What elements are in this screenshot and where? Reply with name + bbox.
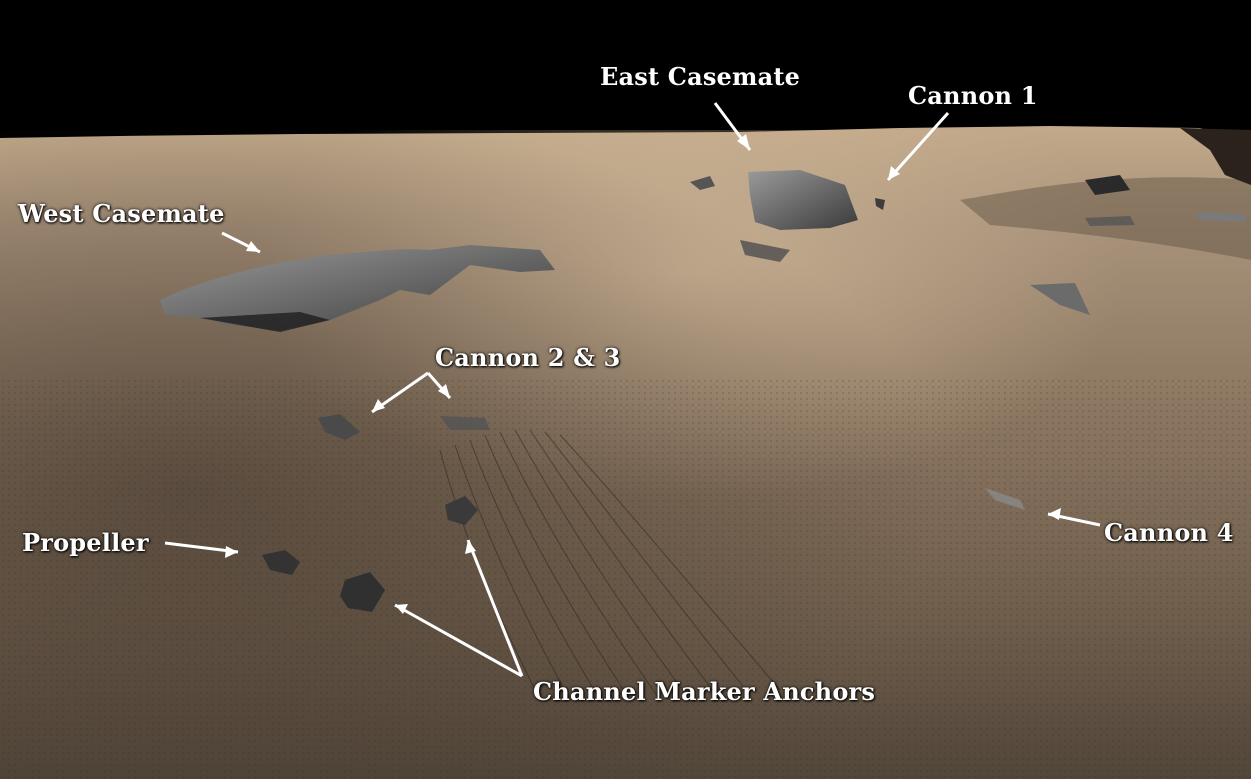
east-casemate-wreck [748, 170, 858, 230]
arrow-anchor-2 [394, 603, 523, 678]
cannon-2-shape [318, 414, 360, 440]
anchor-1-shape [445, 496, 478, 525]
propeller-shape [262, 550, 300, 575]
cannon-1-shape [875, 198, 885, 210]
anchor-2-shape [340, 572, 385, 612]
cannon-3-shape [440, 416, 490, 430]
label-east-casemate: East Casemate [600, 62, 801, 91]
annotation-arrows [164, 102, 1101, 678]
cannon-4-shape [985, 488, 1025, 510]
arrowheads [225, 134, 1061, 614]
label-cannon-1: Cannon 1 [908, 81, 1038, 110]
arrow-anchor-1 [466, 539, 524, 677]
label-cannon-4: Cannon 4 [1104, 518, 1234, 547]
label-west-casemate: West Casemate [18, 199, 225, 228]
arrow-cannon-1 [886, 111, 950, 182]
label-propeller: Propeller [22, 528, 149, 557]
label-channel-marker-anchors: Channel Marker Anchors [533, 677, 876, 706]
sand-ripples [439, 429, 781, 701]
west-casemate-wreck [160, 245, 555, 330]
label-cannon-2-3: Cannon 2 & 3 [435, 343, 621, 372]
